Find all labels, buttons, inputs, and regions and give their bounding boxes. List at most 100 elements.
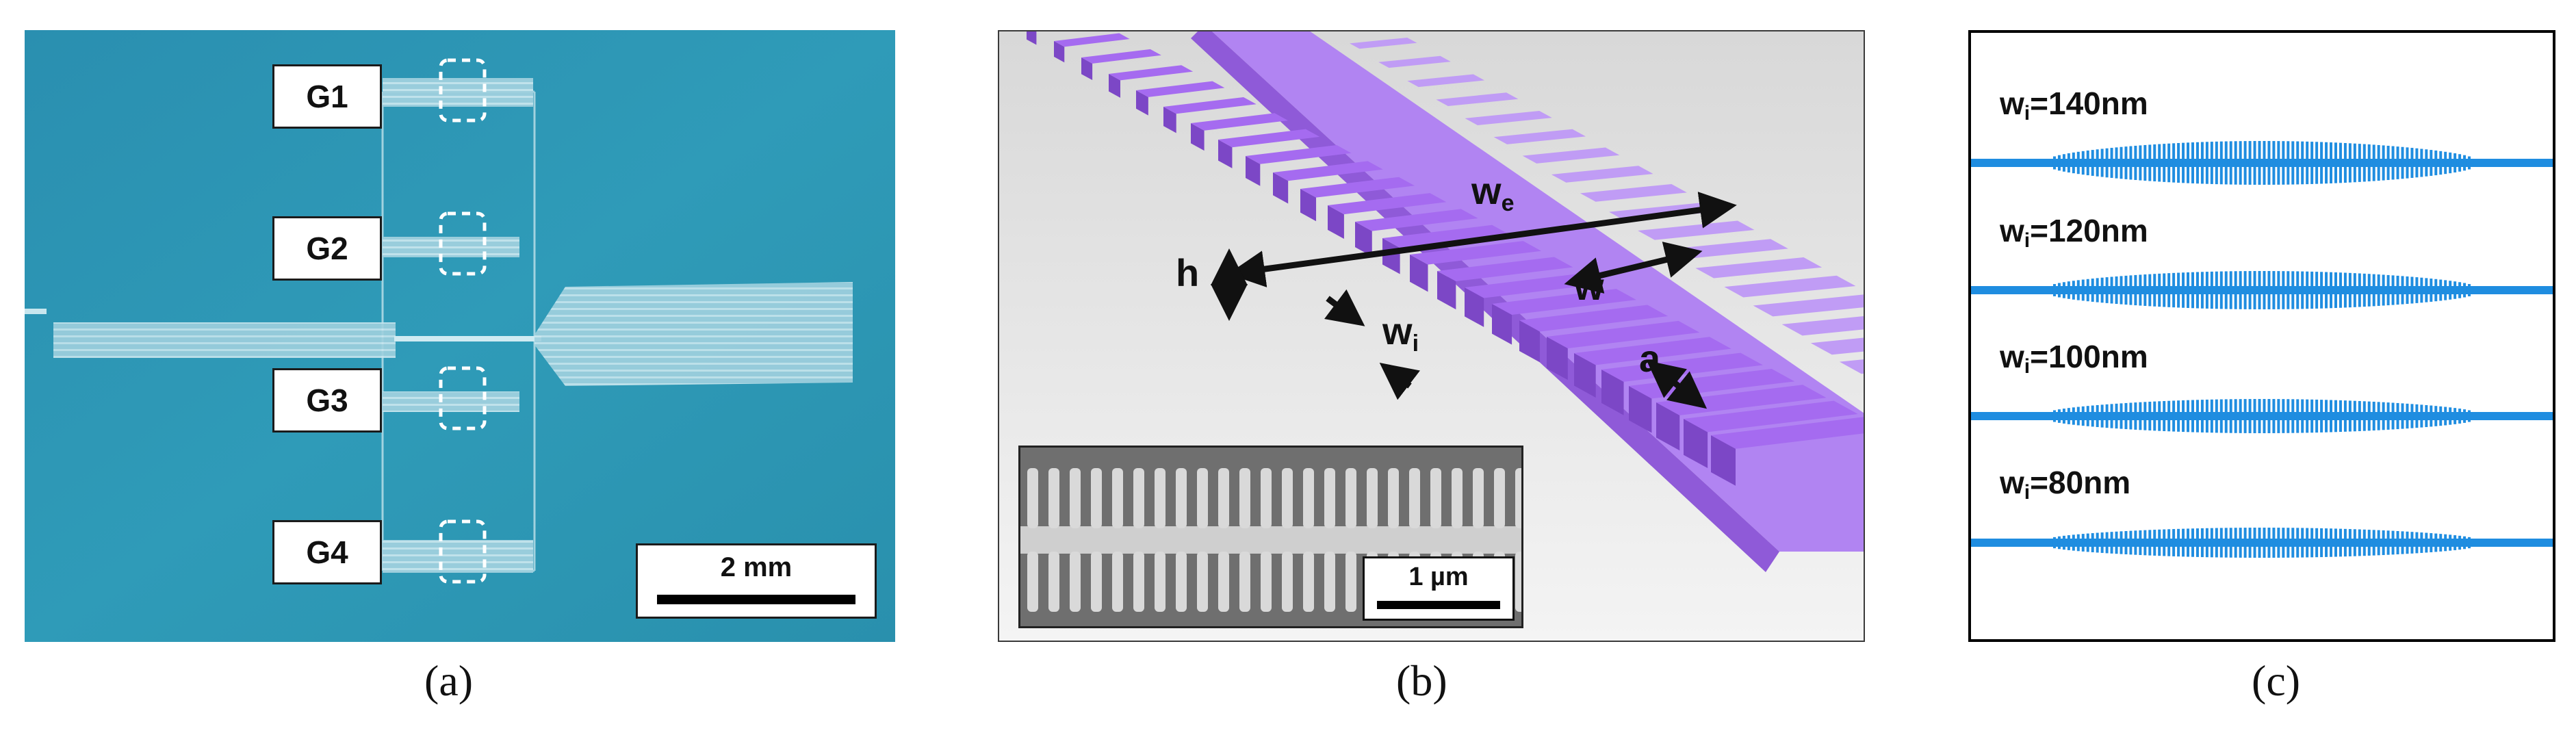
grating-tooth <box>2177 272 2180 308</box>
grating-tooth <box>2425 404 2428 428</box>
grating-tooth <box>2296 399 2300 433</box>
grating-tooth <box>2191 528 2194 557</box>
tooth-top-far <box>1753 294 1864 317</box>
grating-tooth <box>2086 533 2089 552</box>
grating-tooth <box>2067 535 2070 550</box>
grating-tooth <box>2444 534 2447 552</box>
tooth-top-far <box>1493 129 1586 144</box>
tooth-side <box>1711 435 1736 486</box>
grating-tooth <box>2115 276 2118 305</box>
grating-tooth <box>2229 141 2232 185</box>
grating-tooth <box>2372 401 2375 431</box>
grating-tooth <box>2434 279 2438 302</box>
tooth-side <box>1109 74 1120 98</box>
sem-tooth-lower <box>1070 552 1081 612</box>
sem-scale-label: 1 µm <box>1408 563 1469 591</box>
tooth-side <box>1054 41 1065 63</box>
grating-tooth <box>2415 532 2419 554</box>
grating-tooth <box>2334 528 2337 557</box>
grating-tooth <box>2434 150 2438 176</box>
grating-tooth <box>2330 142 2333 183</box>
grating-tooth <box>2191 400 2194 433</box>
grating-tooth <box>2315 142 2319 184</box>
grating-tooth <box>2120 531 2123 554</box>
grating-tooth <box>2105 404 2109 428</box>
grating-tooth <box>2406 531 2409 554</box>
tooth-side <box>1601 370 1624 415</box>
grating-tooth <box>2229 399 2232 433</box>
grating-tooth <box>2291 141 2295 185</box>
tooth-top-far <box>1436 92 1519 107</box>
grating-tooth <box>2272 271 2276 309</box>
grating-tooth <box>2124 402 2128 430</box>
grating-tooth <box>2200 528 2204 558</box>
grating-tooth <box>2449 281 2452 300</box>
grating-tooth <box>2067 153 2070 173</box>
grating-tooth <box>2339 400 2342 433</box>
grating-tooth <box>2463 283 2466 298</box>
sem-tooth-upper <box>1091 468 1102 528</box>
grating-tooth <box>2272 141 2276 185</box>
grating-tooth <box>2110 404 2113 428</box>
grating-tooth <box>2401 276 2404 305</box>
grating-tooth <box>2320 142 2323 184</box>
grating-tooth <box>2086 279 2089 302</box>
grating-tooth <box>2048 286 2051 294</box>
grating-tooth <box>2224 141 2228 185</box>
tooth-top <box>1547 320 1700 348</box>
grating-tooth <box>2248 271 2252 309</box>
grating-tooth <box>2367 144 2371 182</box>
grating-tooth <box>2115 531 2118 554</box>
tooth-side <box>1547 337 1568 381</box>
grating-tooth <box>2105 532 2109 554</box>
grating-tooth <box>2129 146 2133 180</box>
grating-tooth <box>2253 141 2256 185</box>
sem-tooth-upper <box>1494 468 1505 528</box>
grating-tooth <box>2243 141 2247 185</box>
grating-tooth <box>2330 272 2333 309</box>
grating-tooth <box>2148 401 2152 431</box>
grating-tooth <box>2301 141 2304 185</box>
grating-tooth <box>2129 275 2133 305</box>
grating-tooth <box>2325 528 2328 557</box>
grating-tooth <box>2282 141 2285 185</box>
grating-tooth <box>2139 145 2142 181</box>
grating-tooth <box>2081 151 2085 175</box>
sem-tooth-upper <box>1155 468 1165 528</box>
sem-tooth-upper <box>1473 468 1484 528</box>
sem-tooth-lower <box>1303 552 1314 612</box>
grating-tooth <box>2187 142 2190 183</box>
grating-tooth <box>2134 145 2137 181</box>
grating-tooth <box>2296 141 2300 185</box>
grating-tooth <box>2291 399 2295 433</box>
grating-tooth <box>2391 146 2395 180</box>
grating-tooth <box>2420 404 2423 428</box>
sem-tooth-upper <box>1048 468 1059 528</box>
grating-tooth <box>2334 272 2337 309</box>
grating-tooth <box>2334 400 2337 433</box>
grating-tooth <box>2124 146 2128 179</box>
grating-tooth <box>2348 143 2352 183</box>
grating-tooth <box>2291 528 2295 558</box>
sem-tooth-upper <box>1282 468 1293 528</box>
tooth-top <box>1273 161 1383 181</box>
grating-tooth <box>2100 149 2104 177</box>
grating-tooth <box>2120 276 2123 305</box>
width-label-120: wi=120nm <box>2000 213 2148 252</box>
grating-tooth <box>2310 528 2314 558</box>
grating-tooth <box>2287 271 2290 309</box>
grating-tooth <box>2353 529 2356 556</box>
grating-tooth <box>2382 145 2385 181</box>
grating-tooth <box>2191 142 2194 183</box>
grating-tooth <box>2420 149 2423 177</box>
grating-tooth <box>2205 142 2208 184</box>
grating-tooth <box>2239 141 2242 185</box>
grating-tooth <box>2372 530 2375 556</box>
grating-tooth <box>2153 144 2156 182</box>
grating-tooth <box>2296 271 2300 309</box>
width-label-100: wi=100nm <box>2000 339 2148 378</box>
grating-tooth <box>2458 535 2462 550</box>
grating-tooth <box>2310 399 2314 433</box>
grating-tooth <box>2306 271 2309 309</box>
grating-tooth <box>2287 141 2290 185</box>
